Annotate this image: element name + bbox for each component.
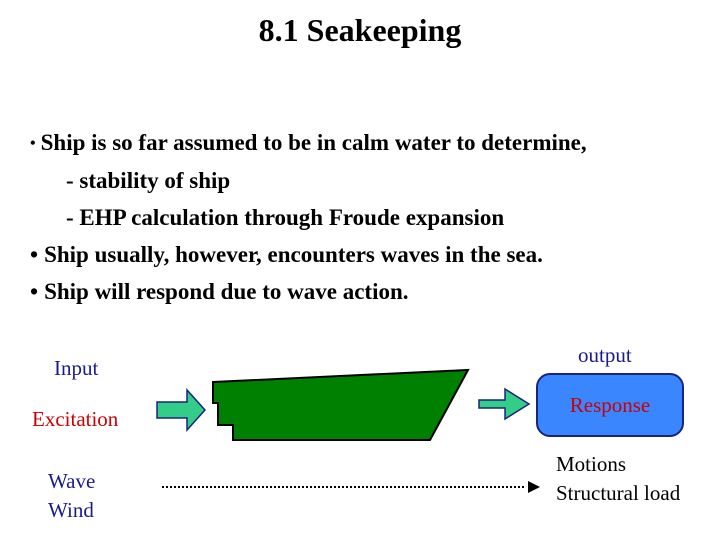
input-label: Input xyxy=(54,356,99,380)
bullet-marker: • xyxy=(30,242,39,267)
response-label: Response xyxy=(569,393,651,417)
dotted-arrow-head xyxy=(528,481,540,493)
bullet-item: •Ship will respond due to wave action. xyxy=(30,273,720,310)
bullet-text: Ship usually, however, encounters waves … xyxy=(44,242,543,267)
sub-bullet-item: - stability of ship xyxy=(66,168,231,193)
ship-hull xyxy=(212,368,470,441)
output-arrow xyxy=(478,387,531,421)
bullet-item: •Ship is so far assumed to be in calm wa… xyxy=(30,124,720,162)
input-arrow xyxy=(156,388,207,432)
structural-load-label: Structural load xyxy=(556,481,681,505)
bullet-item: •Ship usually, however, encounters waves… xyxy=(30,236,720,273)
bullet-text: Ship is so far assumed to be in calm wat… xyxy=(40,130,587,155)
bullet-text: Ship will respond due to wave action. xyxy=(44,279,409,304)
sub-bullet-item: - EHP calculation through Froude expansi… xyxy=(66,205,505,230)
wind-label: Wind xyxy=(48,498,94,522)
output-label: output xyxy=(578,343,632,367)
bullet-marker: • xyxy=(30,135,36,152)
response-box: Response xyxy=(536,373,684,437)
motions-label: Motions xyxy=(556,452,627,476)
excitation-label: Excitation xyxy=(32,407,119,431)
bullet-marker: • xyxy=(30,279,39,304)
wave-label: Wave xyxy=(48,469,96,493)
bullet-list: •Ship is so far assumed to be in calm wa… xyxy=(30,124,720,310)
slide-title: 8.1 Seakeeping xyxy=(258,12,462,48)
